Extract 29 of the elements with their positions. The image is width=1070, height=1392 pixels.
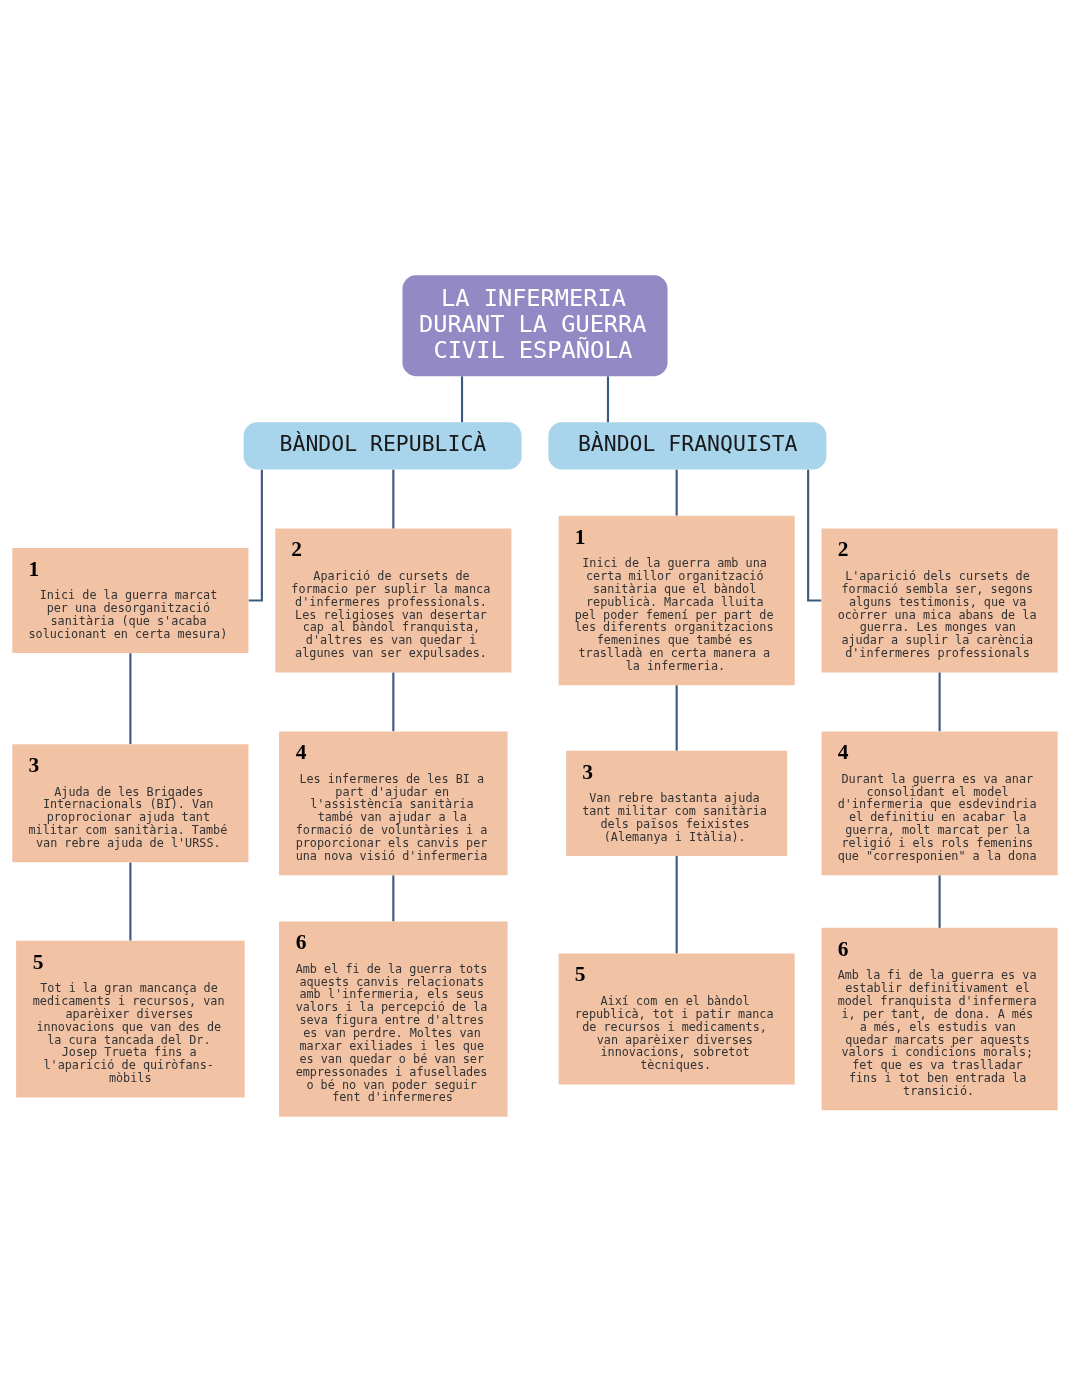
connector (392, 469, 395, 529)
connector (248, 469, 263, 602)
connector (675, 856, 678, 954)
node-box: 5 Tot i la gran mancança de medicaments i recursos, van aparèixer diverses innovacions que van des de la cura tancada del Dr. Josep Trueta fins a l'aparició de quiròfans-mòbils (16, 940, 245, 1098)
node-box: 1 Inici de la guerra amb una certa millor organització sanitària que el bàndol republicà. Marcada lluita pel poder femení per part de les diferents organitzacions femenines que també es traslladà en certa manera a la infermeria. (558, 515, 795, 686)
connector (129, 862, 132, 941)
node-box: 1 Inici de la guerra marcat per una desorganització sanitària (que s'acaba solucionant en certa mesura) (12, 547, 249, 654)
node-box: 3 Ajuda de les Brigades Internacionals (BI). Van proprocionar ajuda tant militar com sanitària. També van rebre ajuda de l'URSS. (12, 744, 249, 863)
node-box: 6 Amb la fi de la guerra es va establir definitivament el model franquista d'infermera i, per tant, de dona. A més a més, els estudis van quedar marcats per aquests valors i condicions morals; fet que es va traslladar fins i tot ben entrada la transició. (821, 927, 1058, 1111)
node-box: 3 Van rebre bastanta ajuda tant militar com sanitària dels països feixistes (Alemanya i Itàlia). (566, 750, 788, 856)
connector (938, 875, 941, 928)
connector (675, 685, 678, 751)
connector (460, 376, 464, 423)
connector (606, 376, 610, 423)
node-box: 5 Així com en el bàndol republicà, tot i patir manca de recursos i medicaments, van aparèixer diverses innovacions, sobretot tècniques. (558, 953, 795, 1085)
connector (807, 469, 822, 602)
connector (938, 672, 941, 732)
node-box: 2 L'aparició dels cursets de formació sembla ser, segons alguns testimonis, que va ocòrrer una mica abans de la guerra. Les monges van ajudar a suplir la carència d'infermeres professionals (821, 528, 1058, 673)
connector (392, 672, 395, 732)
node-box: 2 Aparició de cursets de formacio per suplir la manca d'infermeres professionals. Les religioses van desertar cap al bàndol franquista, d'altres es van quedar i algunes van ser expulsades. (275, 528, 512, 673)
connector (392, 875, 395, 922)
node-box: BÀNDOL FRANQUISTA (548, 422, 827, 470)
node-box: 4 Les infermeres de les BI a part d'ajudar en l'assistència sanitària també van ajudar a la formació de voluntàries i a proporcionar els canvis per una nova visió d'infermeria (279, 731, 508, 876)
node-box: LA INFERMERIA DURANT LA GUERRA CIVIL ESPAÑOLA (402, 275, 668, 377)
node-box: 6 Amb el fi de la guerra tots aquests canvis relacionats amb l'infermeria, els seus valors i la percepció de la seva figura entre d'altres es van perdre. Moltes van marxar exiliades i les que es van quedar o bé van ser empressonades i afusellades o bé no van poder seguir fent d'infermeres (279, 921, 508, 1117)
connector (675, 469, 678, 516)
node-box: 4 Durant la guerra es va anar consolidant el model d'infermeria que esdevindria el definitiu en acabar la guerra, molt marcat per la religió i els rols femenins que "corresponien" a la dona (821, 731, 1058, 876)
connector (129, 653, 132, 745)
node-box: BÀNDOL REPUBLICÀ (243, 422, 522, 470)
